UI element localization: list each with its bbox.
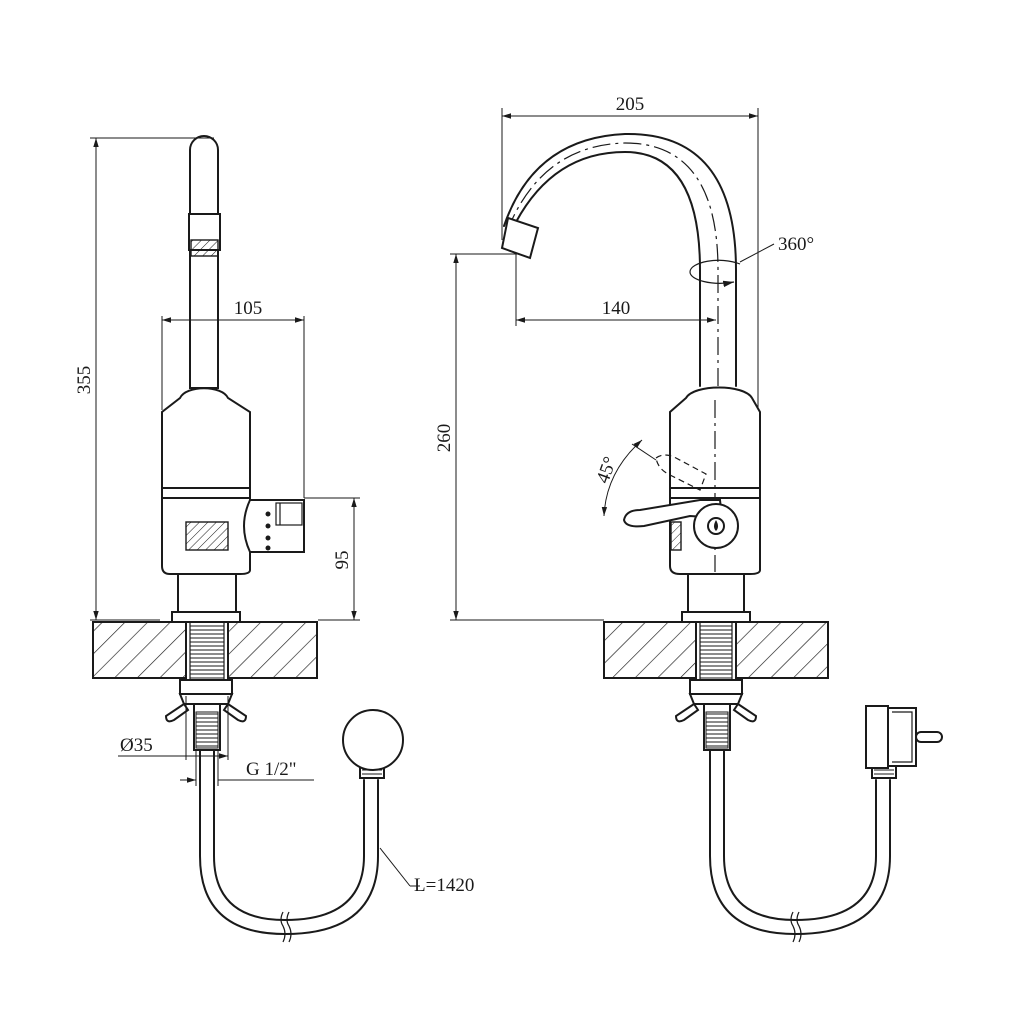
swivel-spout <box>515 151 701 387</box>
dim-spout-reach: 205 <box>616 94 645 115</box>
aerator-mesh <box>190 239 219 257</box>
wing-nut-left-front <box>674 702 700 723</box>
dim-diameter: Ø35 <box>120 735 153 756</box>
dim-overall-height: 355 <box>74 366 95 395</box>
rotation-arrow <box>689 259 741 288</box>
wing-nut-right <box>222 702 248 723</box>
dim-lever-angle: 45° <box>592 454 621 486</box>
lever-raised <box>655 454 707 491</box>
dim-body-width: 105 <box>234 298 263 319</box>
round-plug <box>342 709 404 771</box>
dim-cord-length: L=1420 <box>414 875 474 896</box>
spout-tube <box>189 135 219 389</box>
plug-icon <box>865 705 943 769</box>
dim-connector-height: 95 <box>332 551 353 570</box>
dim-spout-offset: 140 <box>602 298 631 319</box>
power-cord-front <box>709 749 891 935</box>
wing-nut-right-front <box>732 702 758 723</box>
dim-spout-height: 260 <box>434 424 455 453</box>
dim-swivel-angle: 360° <box>778 234 814 255</box>
spout-nozzle <box>500 216 540 260</box>
water-drop-icon <box>714 520 718 531</box>
display-panel <box>185 521 229 551</box>
front-view: 360° 45° <box>434 94 943 943</box>
base-collar <box>177 573 237 613</box>
control-knob <box>243 499 305 553</box>
wing-nut-left <box>164 702 190 723</box>
side-view: 355 105 95 Ø35 G 1/2" L=1420 <box>74 135 474 943</box>
dim-thread: G 1/2" <box>246 759 297 780</box>
